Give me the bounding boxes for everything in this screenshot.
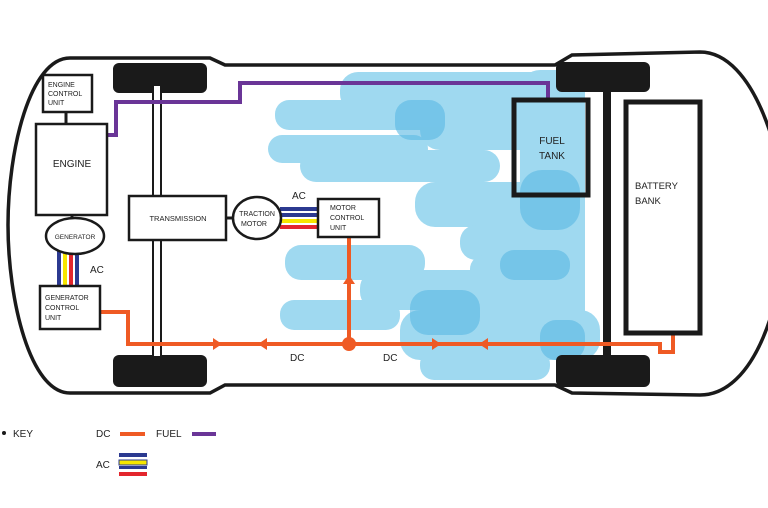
dc-junction (342, 337, 356, 351)
engine-box (34, 122, 109, 217)
legend-ac-swatch-red (119, 472, 147, 476)
gcu-label-1: GENERATOR (45, 295, 89, 302)
legend: KEY DC FUEL AC (2, 429, 216, 476)
transmission-label: TRANSMISSION (149, 214, 206, 223)
legend-fuel-label: FUEL (156, 429, 182, 440)
generator (44, 216, 106, 256)
wheel-rear-left (556, 62, 650, 92)
ac-label-motor: AC (292, 191, 306, 202)
legend-bullet (2, 431, 6, 435)
gcu-label-3: UNIT (45, 315, 62, 322)
fuel-tank-label-1: FUEL (539, 136, 565, 147)
dc-wiring (100, 237, 675, 354)
wheel-front-right (113, 355, 207, 387)
generator-label: GENERATOR (55, 234, 96, 241)
fuel-tank (511, 97, 591, 198)
dc-label-right: DC (383, 353, 397, 364)
legend-dc-swatch (120, 432, 145, 436)
rear-axle (603, 85, 611, 357)
water-splash-dark (395, 100, 585, 360)
battery-bank-label-1: BATTERY (635, 181, 679, 192)
dc-arrows (213, 275, 488, 350)
mcu-label-2: CONTROL (330, 215, 364, 222)
motor-control-unit (316, 197, 381, 239)
gcu-label-2: CONTROL (45, 305, 79, 312)
traction-motor-label-2: MOTOR (241, 221, 267, 228)
engine-control-unit (41, 73, 94, 114)
traction-motor-label-1: TRACTION (239, 211, 275, 218)
legend-ac-swatch-blue2 (119, 466, 147, 469)
fuel-tank-label-2: TANK (539, 151, 565, 162)
ecu-label-2: CONTROL (48, 91, 82, 98)
wheel-rear-right (556, 355, 650, 387)
ac-wiring-generator (57, 250, 79, 286)
ac-wiring-motor (280, 207, 318, 229)
mcu-label-3: UNIT (330, 225, 347, 232)
battery-bank (623, 99, 703, 336)
legend-dc-label: DC (96, 429, 110, 440)
legend-ac-swatch-blue (119, 453, 147, 457)
wheel-front-left (113, 63, 207, 93)
legend-title: KEY (13, 429, 33, 440)
car-body-outline (6, 50, 768, 397)
transmission-box (127, 194, 228, 242)
legend-fuel-swatch (192, 432, 216, 436)
fuel-line (107, 81, 550, 137)
engine-label: ENGINE (53, 159, 92, 170)
dc-label-left: DC (290, 353, 304, 364)
traction-motor (231, 195, 283, 241)
ac-label-generator: AC (90, 265, 104, 276)
legend-ac-label: AC (96, 460, 110, 471)
legend-ac-swatch-yellow (118, 459, 148, 466)
ecu-label-1: ENGINE (48, 82, 75, 89)
generator-control-unit (38, 284, 102, 331)
mcu-label-1: MOTOR (330, 205, 356, 212)
ecu-label-3: UNIT (48, 100, 65, 107)
battery-bank-label-2: BANK (635, 196, 662, 207)
